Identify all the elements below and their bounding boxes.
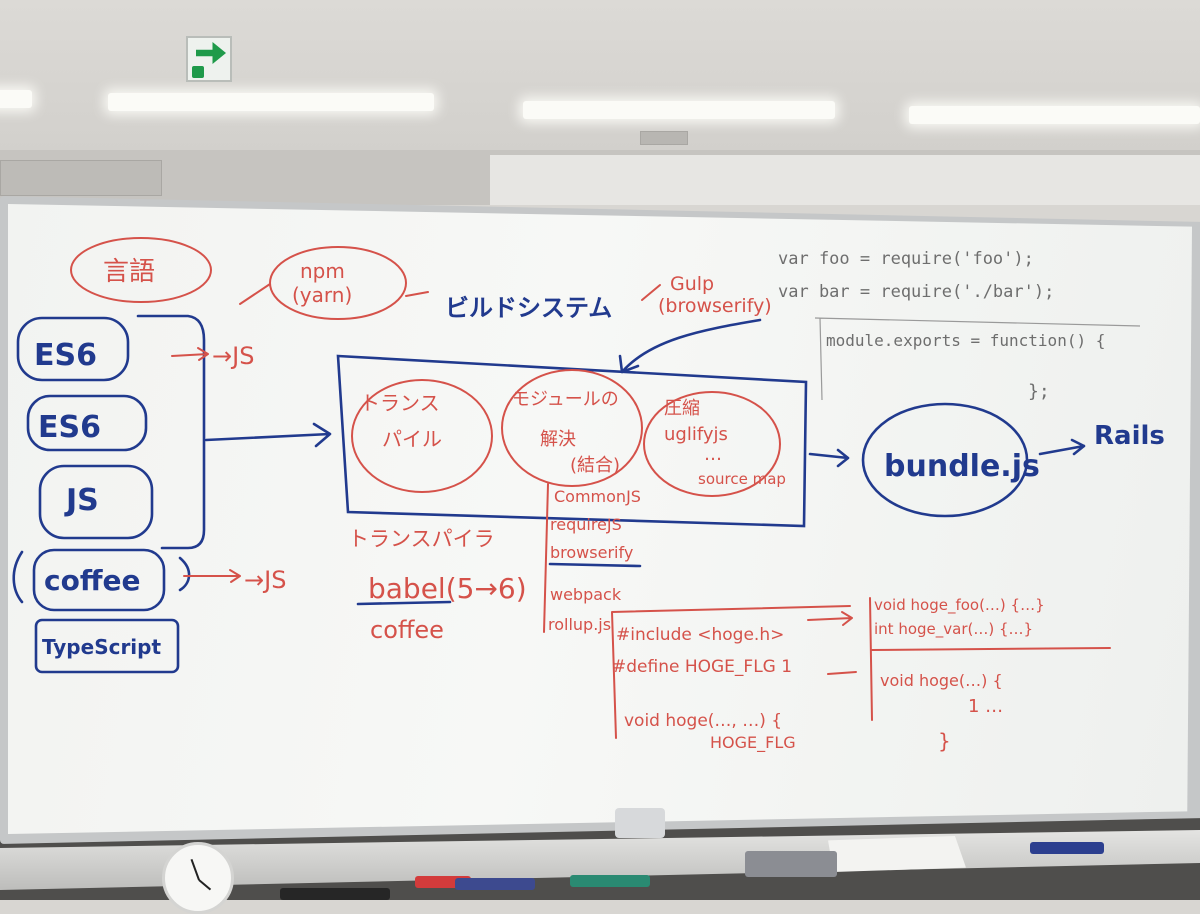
module-tools-line (543, 483, 549, 633)
es6-box (26, 394, 148, 452)
coffee-box (32, 548, 166, 612)
transpile-label: トランスパイル (360, 391, 442, 451)
language-label: 言語 (103, 257, 155, 287)
c-define: #define HOGE_FLG 1 (612, 657, 792, 677)
ceiling-light (523, 101, 835, 119)
arrow-to-build (204, 422, 332, 448)
ceiling-light (0, 90, 32, 108)
minify-circle (643, 391, 781, 497)
language-coffee: coffee (44, 564, 141, 597)
npm-circle (269, 246, 407, 320)
back-wall (490, 155, 1200, 205)
module-tool-requirejs: requireJS (550, 515, 622, 534)
c-function: void hoge(…, …) { (624, 711, 782, 731)
code-line-close: }; (1028, 381, 1050, 402)
npm-connector (239, 283, 429, 305)
air-conditioner (0, 160, 162, 196)
module-resolution-circle (501, 369, 643, 487)
exit-person-icon (192, 66, 204, 78)
c-include: #include <hoge.h> (616, 625, 784, 645)
rails-label: Rails (1094, 421, 1165, 451)
arrow-js-top: →JS (212, 342, 254, 370)
module-tool-rollup: rollup.js (548, 615, 611, 634)
js-box (38, 464, 154, 540)
arrow-js-bottom-line (183, 569, 241, 583)
black-marker (280, 888, 390, 900)
gulp-connector (641, 284, 661, 301)
transpiler-babel: babel(5→6) (368, 572, 527, 605)
exit-sign (186, 36, 232, 82)
ceiling-light (108, 93, 434, 111)
ceiling-vent (640, 131, 688, 145)
gulp-arrow (618, 318, 762, 374)
code-line-bar: var bar = require('./bar'); (778, 282, 1054, 302)
module-tool-commonjs: CommonJS (554, 487, 641, 506)
gulp-label: Gulp(browserify) (658, 273, 772, 317)
bundle-circle (861, 402, 1029, 518)
c-right-var: int hoge_var(…) {…} (874, 620, 1033, 639)
babel-underline (356, 600, 452, 606)
typescript-box (34, 618, 180, 674)
c-code-bracket (611, 605, 851, 739)
transpiler-heading: トランスパイラ (348, 527, 495, 551)
arrow-js-bottom: →JS (244, 566, 286, 594)
c-right-divider (871, 647, 1111, 651)
c-arrow-define (827, 671, 857, 675)
board-magnet (615, 808, 665, 838)
c-arrow-include (807, 611, 853, 626)
arrow-to-bundle (808, 448, 850, 468)
code-divider (814, 317, 1141, 401)
build-system-label: ビルドシステム (445, 294, 612, 322)
coffee-paren-right (178, 556, 191, 592)
language-js: JS (64, 483, 99, 518)
green-marker (570, 875, 650, 887)
arrow-to-rails (1038, 438, 1086, 456)
c-right-one: 1 … (968, 696, 1003, 717)
module-resolution-label: モジュールの解決(結合) (512, 389, 620, 476)
npm-label: npm(yarn) (292, 259, 352, 307)
language-es6: ES6 (34, 338, 97, 373)
transpiler-coffee: coffee (370, 616, 444, 644)
blue-marker (1030, 842, 1104, 854)
es6-box (16, 316, 130, 382)
module-tool-browserify: browserify (550, 543, 633, 562)
arrow-js-top-line (171, 347, 209, 361)
module-tool-webpack: webpack (550, 585, 622, 604)
blue-marker (455, 878, 535, 890)
bundle-label: bundle.js (884, 449, 1040, 484)
browserify-underline (548, 562, 642, 568)
c-right-hoge: void hoge(…) { (880, 671, 1003, 690)
coffee-paren-left (12, 550, 24, 604)
language-es6-2: ES6 (38, 410, 101, 445)
code-line-exports: module.exports = function() { (826, 331, 1105, 350)
c-flag-use: HOGE_FLG (710, 733, 796, 753)
ceiling-light (909, 106, 1200, 124)
c-right-close: } (938, 729, 951, 753)
eraser (745, 851, 837, 877)
code-line-foo: var foo = require('foo'); (778, 249, 1034, 269)
c-right-foo: void hoge_foo(…) {…} (874, 596, 1045, 615)
language-bracket (136, 314, 206, 550)
c-right-bracket (869, 597, 873, 721)
language-typescript: TypeScript (42, 635, 161, 659)
cleaning-cloth (828, 836, 966, 872)
build-box (336, 354, 808, 528)
transpile-circle (351, 379, 493, 493)
language-circle (70, 237, 212, 303)
